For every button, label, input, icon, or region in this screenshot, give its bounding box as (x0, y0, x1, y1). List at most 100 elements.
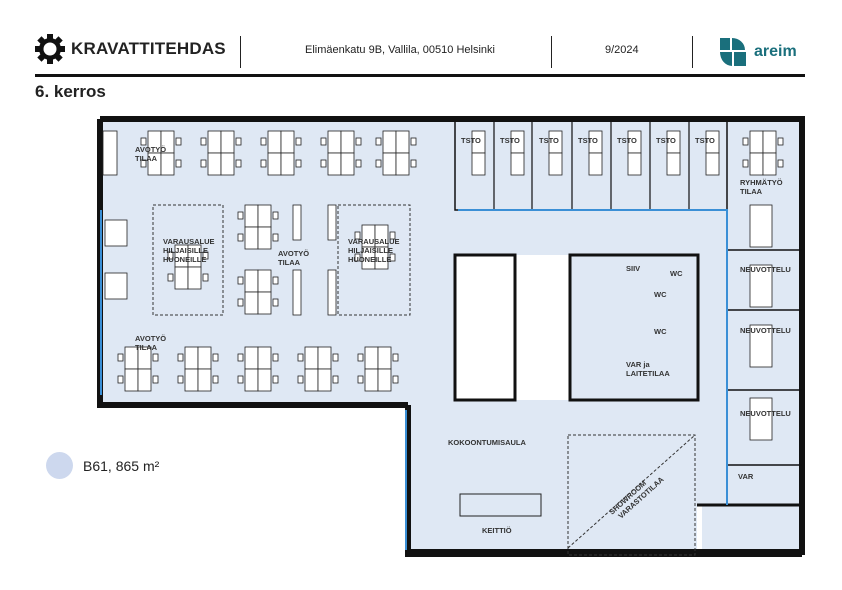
areim-logo: areim (720, 38, 797, 66)
desk (272, 353, 279, 362)
desk (340, 130, 355, 154)
desk (762, 130, 777, 154)
desk (332, 375, 339, 384)
desk (140, 159, 147, 168)
desk (184, 346, 199, 370)
partner-name: areim (754, 43, 797, 60)
desk (152, 353, 159, 362)
svg-text:TSTO: TSTO (578, 136, 598, 145)
desk (257, 204, 272, 228)
desk (627, 152, 642, 176)
desk (588, 152, 603, 176)
svg-text:WC: WC (654, 327, 667, 336)
desk (257, 346, 272, 370)
kitchen-island (459, 493, 542, 517)
desk (272, 375, 279, 384)
desk (357, 375, 364, 384)
desk (382, 152, 397, 176)
desk (197, 368, 212, 392)
desk (389, 253, 396, 262)
desk (167, 273, 174, 282)
desk (392, 353, 399, 362)
desk (377, 368, 392, 392)
svg-text:TSTO: TSTO (539, 136, 559, 145)
divider (551, 36, 552, 68)
desk (327, 152, 342, 176)
desk (327, 204, 337, 241)
desk (317, 346, 332, 370)
desk (410, 159, 417, 168)
desk (244, 368, 259, 392)
desk (237, 353, 244, 362)
desk (749, 324, 773, 368)
svg-text:NEUVOTTELU: NEUVOTTELU (740, 409, 791, 418)
desk (340, 152, 355, 176)
desk (749, 397, 773, 441)
desk (377, 346, 392, 370)
svg-text:WC: WC (670, 269, 683, 278)
desk (104, 272, 128, 300)
desk (124, 368, 139, 392)
svg-text:TSTO: TSTO (656, 136, 676, 145)
desk (104, 219, 128, 247)
desk (267, 152, 282, 176)
brand-name: KRAVATTITEHDAS (71, 39, 226, 58)
desk (117, 375, 124, 384)
desk (174, 266, 189, 290)
desk (304, 346, 319, 370)
desk (327, 130, 342, 154)
desk (327, 269, 337, 316)
desk (304, 368, 319, 392)
desk (237, 211, 244, 220)
desk (297, 353, 304, 362)
svg-text:TSTO: TSTO (500, 136, 520, 145)
svg-text:TSTO: TSTO (695, 136, 715, 145)
desk (207, 152, 222, 176)
svg-text:KOKOONTUMISAULA: KOKOONTUMISAULA (448, 438, 526, 447)
floor-area (100, 119, 802, 555)
floor-title: 6. kerros (35, 82, 106, 101)
desk (140, 137, 147, 146)
desk (244, 291, 259, 315)
desk (267, 130, 282, 154)
desk (212, 353, 219, 362)
desk (705, 152, 720, 176)
reserve-areas (152, 204, 696, 556)
desk (332, 353, 339, 362)
legend-swatch (46, 452, 73, 479)
divider (240, 36, 241, 68)
desk (272, 211, 279, 220)
desk (235, 159, 242, 168)
desk (354, 253, 361, 262)
desk (202, 251, 209, 260)
desk (235, 137, 242, 146)
svg-text:NEUVOTTELU: NEUVOTTELU (740, 265, 791, 274)
desk (777, 159, 784, 168)
desk-clusters (102, 130, 784, 441)
desk (355, 159, 362, 168)
desk (260, 159, 267, 168)
desk (272, 298, 279, 307)
desk (237, 233, 244, 242)
desk (257, 291, 272, 315)
desk (374, 246, 389, 270)
desk (471, 152, 486, 176)
svg-text:NEUVOTTELU: NEUVOTTELU (740, 326, 791, 335)
desk (354, 231, 361, 240)
desk (280, 130, 295, 154)
desk (260, 137, 267, 146)
desk (548, 152, 563, 176)
desk (295, 159, 302, 168)
brand-logo: KRAVATTITEHDAS (35, 34, 226, 64)
legend: B61, 865 m² (46, 452, 159, 479)
desk (220, 152, 235, 176)
svg-text:VAR: VAR (738, 472, 754, 481)
header: KRAVATTITEHDAS Elimäenkatu 9B, Vallila, … (35, 30, 805, 77)
desk (177, 353, 184, 362)
divider (692, 36, 693, 68)
date: 9/2024 (605, 44, 639, 56)
